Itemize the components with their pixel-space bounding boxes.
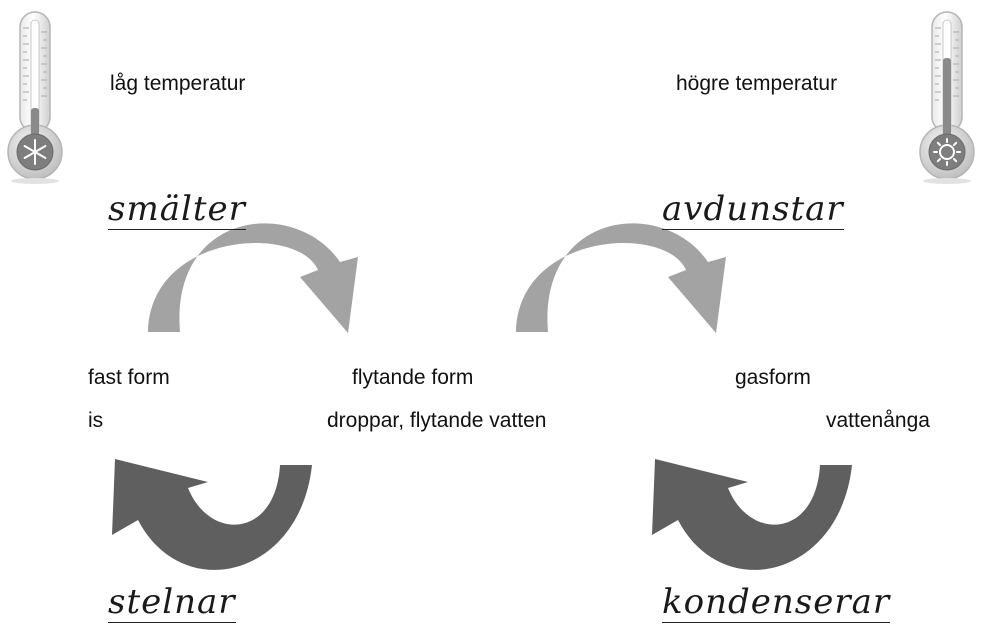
evaporating-arrow (516, 223, 726, 333)
liquid-state-label: flytande form (352, 366, 474, 389)
freezing-arrow (112, 459, 312, 570)
condensing-arrow (652, 459, 852, 570)
process-condensing: kondenserar (662, 582, 891, 623)
solid-state-example: is (88, 409, 104, 432)
process-evaporating: avdunstar (662, 189, 844, 230)
high-temperature-label: högre temperatur (676, 72, 838, 95)
gas-state-example: vattenånga (826, 409, 930, 432)
liquid-state-example: droppar, flytande vatten (327, 409, 547, 432)
solid-state-label: fast form (88, 366, 170, 389)
low-temperature-label: låg temperatur (110, 72, 246, 95)
process-freezing: stelnar (108, 582, 236, 623)
process-melting: smälter (108, 189, 246, 230)
sun-thermometer-icon (919, 11, 975, 184)
snowflake-thermometer-icon (7, 11, 63, 184)
melting-arrow (148, 223, 358, 333)
gas-state-label: gasform (735, 366, 811, 389)
